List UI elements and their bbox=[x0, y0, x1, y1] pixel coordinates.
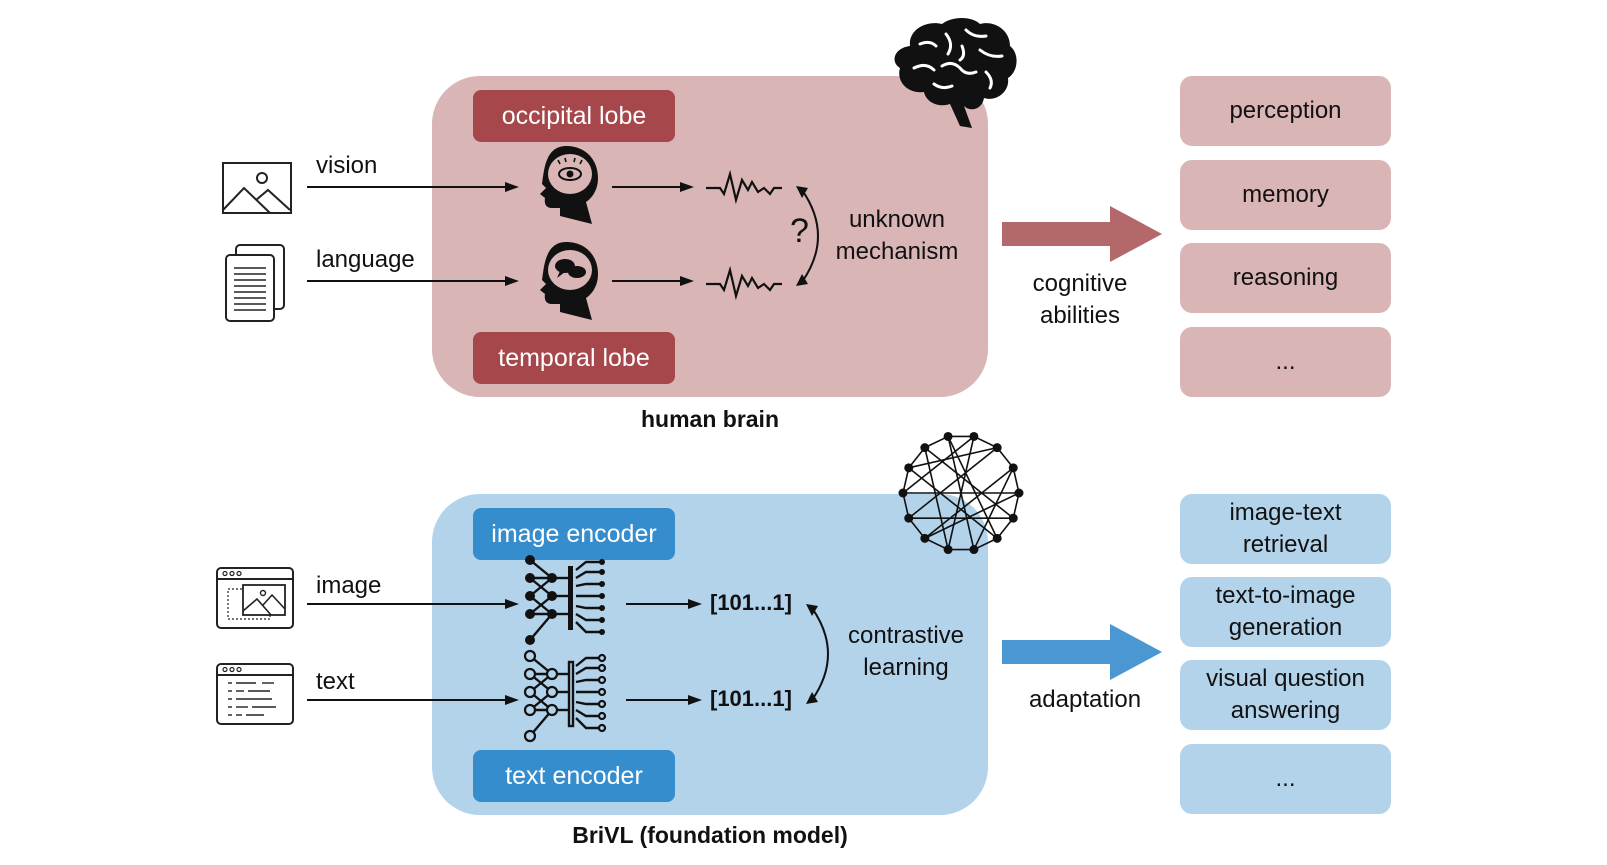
arrow-label-line-2: abilities bbox=[1039, 302, 1121, 329]
text-label: text bbox=[316, 668, 355, 695]
output-line-2: generation bbox=[1228, 614, 1343, 641]
adaptation-label: adaptation bbox=[1028, 686, 1142, 713]
network-node bbox=[904, 463, 914, 473]
question-mark: ? bbox=[790, 212, 809, 250]
human-brain-caption: human brain bbox=[640, 406, 779, 432]
cognitive-abilities-label: cognitive abilities bbox=[1010, 268, 1150, 332]
image-encoder-tag: image encoder bbox=[473, 508, 675, 560]
contrastive-line-2: learning bbox=[863, 654, 949, 681]
output-visual-question-answering: visual question answering bbox=[1180, 660, 1391, 730]
network-edge bbox=[947, 436, 975, 550]
network-node bbox=[943, 431, 953, 441]
network-node bbox=[1014, 488, 1024, 498]
text-input-arrow bbox=[307, 695, 519, 705]
network-graph-icon bbox=[898, 431, 1024, 555]
network-edge bbox=[908, 467, 998, 539]
network-node bbox=[992, 443, 1002, 453]
network-edge bbox=[947, 436, 998, 539]
adaptation-arrow bbox=[1002, 624, 1162, 680]
output-memory: memory bbox=[1180, 160, 1391, 230]
output-reasoning: reasoning bbox=[1180, 243, 1391, 313]
network-edge bbox=[908, 446, 998, 469]
network-node bbox=[969, 545, 979, 555]
browser-text-icon bbox=[216, 663, 294, 725]
text-encoder-tag: text encoder bbox=[473, 750, 675, 802]
network-edge bbox=[908, 447, 998, 519]
arrow-label-line-1: cognitive bbox=[1032, 270, 1128, 297]
image-input-arrow bbox=[307, 599, 519, 609]
output-line-1: image-text bbox=[1229, 499, 1342, 526]
language-arrow bbox=[307, 276, 519, 286]
output-line-2: retrieval bbox=[1242, 531, 1329, 558]
vision-label: vision bbox=[316, 152, 378, 179]
contrastive-line-1: contrastive bbox=[847, 622, 965, 649]
image-label: image bbox=[316, 572, 382, 599]
output-line-1: visual question bbox=[1206, 665, 1365, 692]
network-edge bbox=[973, 467, 1014, 550]
network-edge bbox=[924, 467, 1014, 539]
unknown-mechanism-label: unknown mechanism bbox=[830, 204, 964, 268]
image-vector-arrow bbox=[626, 599, 702, 609]
network-node bbox=[969, 431, 979, 441]
cognitive-abilities-arrow bbox=[1002, 206, 1162, 262]
mechanism-line-1: unknown bbox=[848, 206, 946, 233]
network-edge bbox=[924, 492, 1020, 540]
output-more: ... bbox=[1180, 327, 1391, 397]
network-node bbox=[1008, 513, 1018, 523]
head-speech-icon bbox=[540, 242, 598, 320]
image-icon bbox=[222, 162, 292, 214]
bidirectional-arrow-bottom bbox=[806, 604, 829, 704]
network-node bbox=[992, 533, 1002, 543]
network-node bbox=[898, 488, 908, 498]
image-embedding-vector: [101...1] bbox=[710, 590, 792, 615]
output-more: ... bbox=[1180, 744, 1391, 814]
output-line-1: text-to-image bbox=[1215, 582, 1356, 609]
document-icon bbox=[225, 244, 285, 322]
brain-icon bbox=[894, 18, 1017, 128]
output-image-text-retrieval: image-text retrieval bbox=[1180, 494, 1391, 564]
network-node bbox=[920, 443, 930, 453]
brain-wave-icon-2 bbox=[706, 265, 782, 301]
output-line-1: ... bbox=[1275, 765, 1296, 792]
output-text-to-image-generation: text-to-image generation bbox=[1180, 577, 1391, 647]
output-perception: perception bbox=[1180, 76, 1391, 146]
contrastive-learning-label: contrastive learning bbox=[836, 620, 976, 684]
temporal-lobe-tag: temporal lobe bbox=[473, 332, 675, 384]
language-label: language bbox=[316, 246, 415, 273]
signal-arrow-2 bbox=[612, 276, 694, 286]
network-node bbox=[920, 533, 930, 543]
network-node bbox=[904, 513, 914, 523]
mechanism-line-2: mechanism bbox=[835, 238, 959, 265]
network-node bbox=[1008, 463, 1018, 473]
network-edge bbox=[902, 435, 975, 494]
text-vector-arrow bbox=[626, 695, 702, 705]
image-encoder-network-icon bbox=[525, 555, 605, 645]
browser-image-icon bbox=[216, 567, 294, 629]
network-node bbox=[943, 545, 953, 555]
signal-arrow-1 bbox=[612, 182, 694, 192]
text-embedding-vector: [101...1] bbox=[710, 686, 792, 711]
text-encoder-network-icon bbox=[523, 649, 607, 743]
occipital-lobe-tag: occipital lobe bbox=[473, 90, 675, 142]
output-line-2: answering bbox=[1230, 697, 1341, 724]
network-edge bbox=[924, 447, 1014, 519]
head-eye-icon bbox=[540, 146, 598, 224]
network-edge bbox=[924, 447, 949, 550]
bidirectional-arrow-top bbox=[796, 186, 819, 286]
brain-wave-icon-1 bbox=[706, 169, 782, 205]
vision-arrow bbox=[307, 182, 519, 192]
brivl-caption: BriVL (foundation model) bbox=[572, 822, 848, 848]
